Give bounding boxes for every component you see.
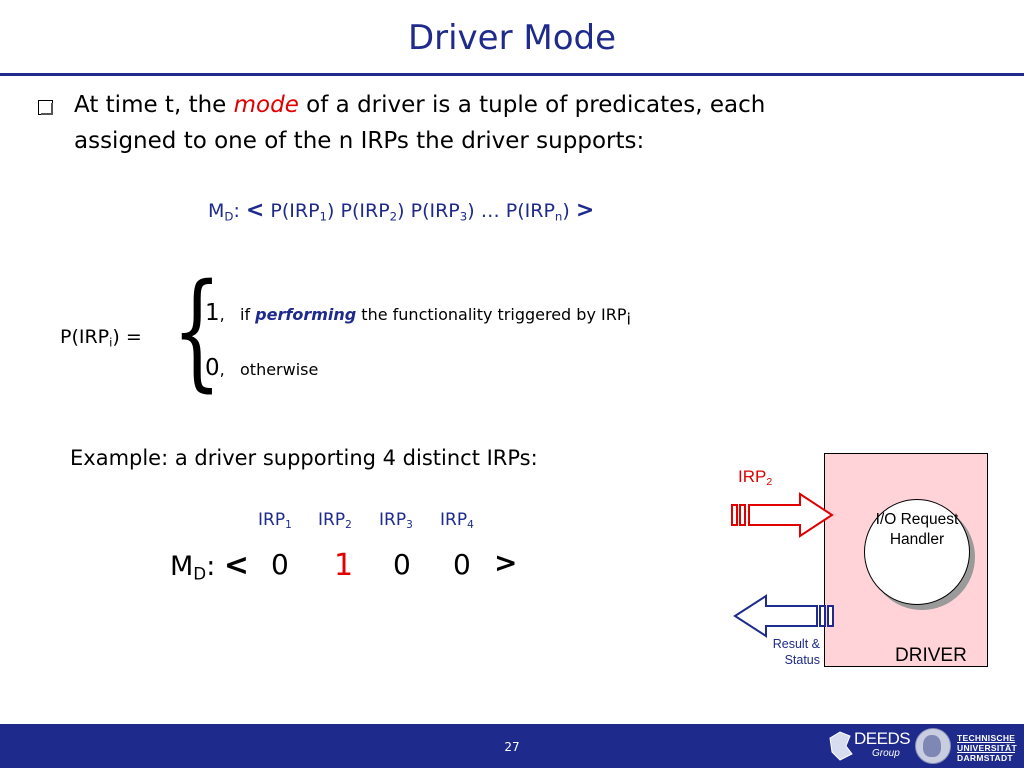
result-arrow-tail-bar-1 xyxy=(819,605,826,627)
university-line-2: UNIVERSITÄT xyxy=(957,743,1017,753)
mode-value-1: 0 xyxy=(271,548,289,581)
formula-m-sub: D xyxy=(224,209,234,224)
deeds-logo-text: DEEDS xyxy=(854,729,911,748)
cases-brace: { xyxy=(172,257,222,404)
io-request-handler-circle xyxy=(864,499,970,605)
formula-p1: P(IRP xyxy=(270,200,320,222)
formula-pn: P(IRP xyxy=(505,200,555,222)
mode-emphasis: mode xyxy=(233,92,299,118)
formula-open-angle: < xyxy=(245,198,265,223)
irp-label-3: IRP3 xyxy=(379,510,413,530)
university-line-3: DARMSTADT xyxy=(957,753,1013,763)
slide-title: Driver Mode xyxy=(407,18,617,58)
case2-value: 0 xyxy=(205,355,220,381)
example-md: M xyxy=(170,551,194,582)
predicate-lhs: P(IRPi) = xyxy=(60,326,142,348)
example-open-angle: < xyxy=(223,548,250,583)
irp-in-label: IRP2 xyxy=(738,467,772,487)
formula-p3: P(IRP xyxy=(410,200,460,222)
case-performing: 1, if performing the functionality trigg… xyxy=(205,300,631,329)
checkbox-bullet-icon xyxy=(38,100,53,115)
bullet-text-post: of a driver is a tuple of predicates, ea… xyxy=(298,92,766,118)
predicate-lhs-sub: i xyxy=(109,335,113,350)
irp-label-3-prefix: IRP xyxy=(379,510,407,530)
bullet-line-2: assigned to one of the n IRPs the driver… xyxy=(74,128,645,154)
irp-label-3-sub: 3 xyxy=(406,518,413,531)
predicate-lhs-post: ) = xyxy=(112,326,142,348)
case1-sub: i xyxy=(626,309,631,329)
formula-ellipsis: … xyxy=(480,200,500,222)
irp-label-4: IRP4 xyxy=(440,510,474,530)
tu-darmstadt-seal-icon xyxy=(915,728,951,764)
formula-p3-sub: 3 xyxy=(459,209,468,224)
irp-label-4-sub: 4 xyxy=(467,518,474,531)
case-otherwise: 0, otherwise xyxy=(205,355,318,381)
bullet-text-pre: At time t, the xyxy=(74,92,234,118)
irp-label-2-sub: 2 xyxy=(345,518,352,531)
footer-bar xyxy=(0,724,1024,768)
irp-label-4-prefix: IRP xyxy=(440,510,468,530)
driver-label: DRIVER xyxy=(895,645,967,666)
formula-m: M xyxy=(208,200,225,222)
formula-p1-close: ) xyxy=(327,200,335,222)
deeds-group-text: Group xyxy=(872,748,900,759)
irp-label-1: IRP1 xyxy=(258,510,292,530)
university-divider-1 xyxy=(957,742,1015,743)
irp-in-label-sub: 2 xyxy=(766,475,773,488)
irp-label-2: IRP2 xyxy=(318,510,352,530)
deeds-logo-icon xyxy=(829,731,853,761)
university-divider-2 xyxy=(957,752,1015,753)
irp-arrow-tail-bar-1 xyxy=(731,504,738,526)
mode-value-2: 1 xyxy=(334,548,354,583)
formula-p1-sub: 1 xyxy=(319,209,328,224)
example-md-sub: D xyxy=(193,563,207,584)
result-arrow-body xyxy=(733,594,818,638)
formula-p2-sub: 2 xyxy=(389,209,398,224)
case1-rest: the functionality triggered by IRP xyxy=(356,305,627,324)
title-divider xyxy=(0,73,1024,76)
irp-in-label-text: IRP xyxy=(738,467,767,486)
mode-value-3: 0 xyxy=(393,548,411,581)
formula-p2: P(IRP xyxy=(340,200,390,222)
formula-p3-close: ) xyxy=(467,200,475,222)
bullet-line-1: At time t, the mode of a driver is a tup… xyxy=(74,92,765,118)
case1-if: if xyxy=(240,305,251,324)
mode-formula: MD: < P(IRP1) P(IRP2) P(IRP3) … P(IRPn) … xyxy=(208,198,594,223)
irp-arrow-body xyxy=(748,492,834,538)
case1-performing: performing xyxy=(255,305,357,324)
example-colon: : xyxy=(206,551,216,582)
irp-arrow-tail-bar-2 xyxy=(739,504,746,526)
example-close-angle: > xyxy=(494,546,518,579)
case1-comma: , xyxy=(219,305,225,324)
page-number: 27 xyxy=(504,740,520,754)
formula-colon: : xyxy=(233,200,240,222)
example-mode-vector: MD: < xyxy=(170,548,249,583)
formula-pn-close: ) xyxy=(562,200,570,222)
result-arrow-tail-bar-2 xyxy=(827,605,834,627)
irp-label-2-prefix: IRP xyxy=(318,510,346,530)
predicate-lhs-text: P(IRP xyxy=(60,326,110,348)
example-text: Example: a driver supporting 4 distinct … xyxy=(70,446,538,470)
mode-value-4: 0 xyxy=(453,548,471,581)
formula-close-angle: > xyxy=(575,198,595,223)
result-status-label: Result & Status xyxy=(772,637,820,667)
university-line-1: TECHNISCHE xyxy=(957,733,1016,743)
irp-label-1-prefix: IRP xyxy=(258,510,286,530)
case2-comma: , xyxy=(219,360,225,379)
case1-value: 1 xyxy=(205,300,220,326)
case2-otherwise: otherwise xyxy=(240,360,319,379)
irp-label-1-sub: 1 xyxy=(285,518,292,531)
io-request-handler-label: I/O Request Handler xyxy=(875,511,959,548)
formula-p2-close: ) xyxy=(397,200,405,222)
formula-pn-sub: n xyxy=(554,209,563,224)
